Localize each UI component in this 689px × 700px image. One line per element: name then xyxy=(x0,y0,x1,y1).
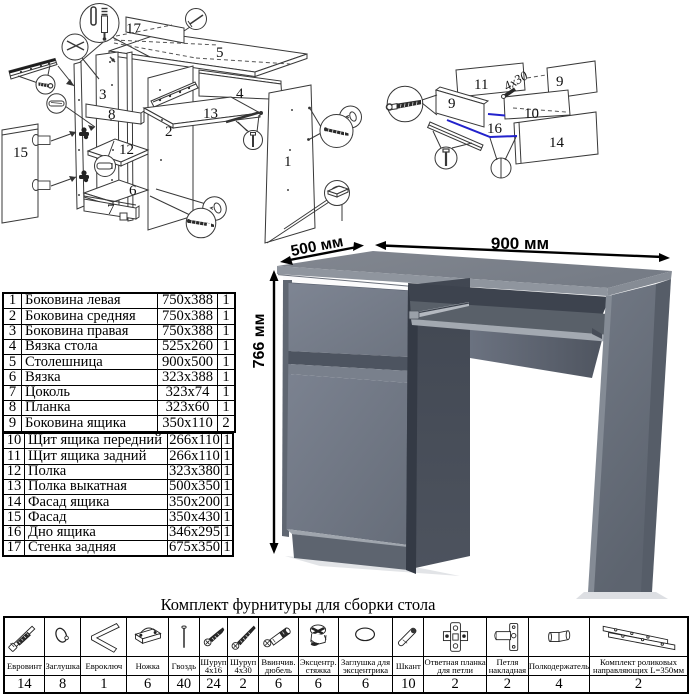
svg-text:16: 16 xyxy=(487,121,503,137)
svg-text:11: 11 xyxy=(474,77,488,93)
svg-text:12: 12 xyxy=(119,142,134,158)
svg-text:900 мм: 900 мм xyxy=(491,234,549,253)
svg-text:13: 13 xyxy=(203,106,218,122)
svg-text:4: 4 xyxy=(236,86,244,102)
svg-text:15: 15 xyxy=(13,145,28,161)
svg-text:3: 3 xyxy=(99,87,107,103)
svg-text:6: 6 xyxy=(129,183,137,199)
svg-text:14: 14 xyxy=(549,135,565,151)
svg-text:17: 17 xyxy=(126,21,142,37)
svg-text:8: 8 xyxy=(108,107,116,123)
svg-text:1: 1 xyxy=(284,154,292,170)
svg-text:500 мм: 500 мм xyxy=(289,233,344,260)
svg-text:10: 10 xyxy=(524,106,539,122)
svg-text:2: 2 xyxy=(165,124,173,140)
svg-text:766 мм: 766 мм xyxy=(251,314,268,369)
svg-text:9: 9 xyxy=(448,96,456,112)
svg-text:7: 7 xyxy=(107,202,115,218)
svg-text:5: 5 xyxy=(216,45,224,61)
svg-text:9: 9 xyxy=(556,74,564,90)
